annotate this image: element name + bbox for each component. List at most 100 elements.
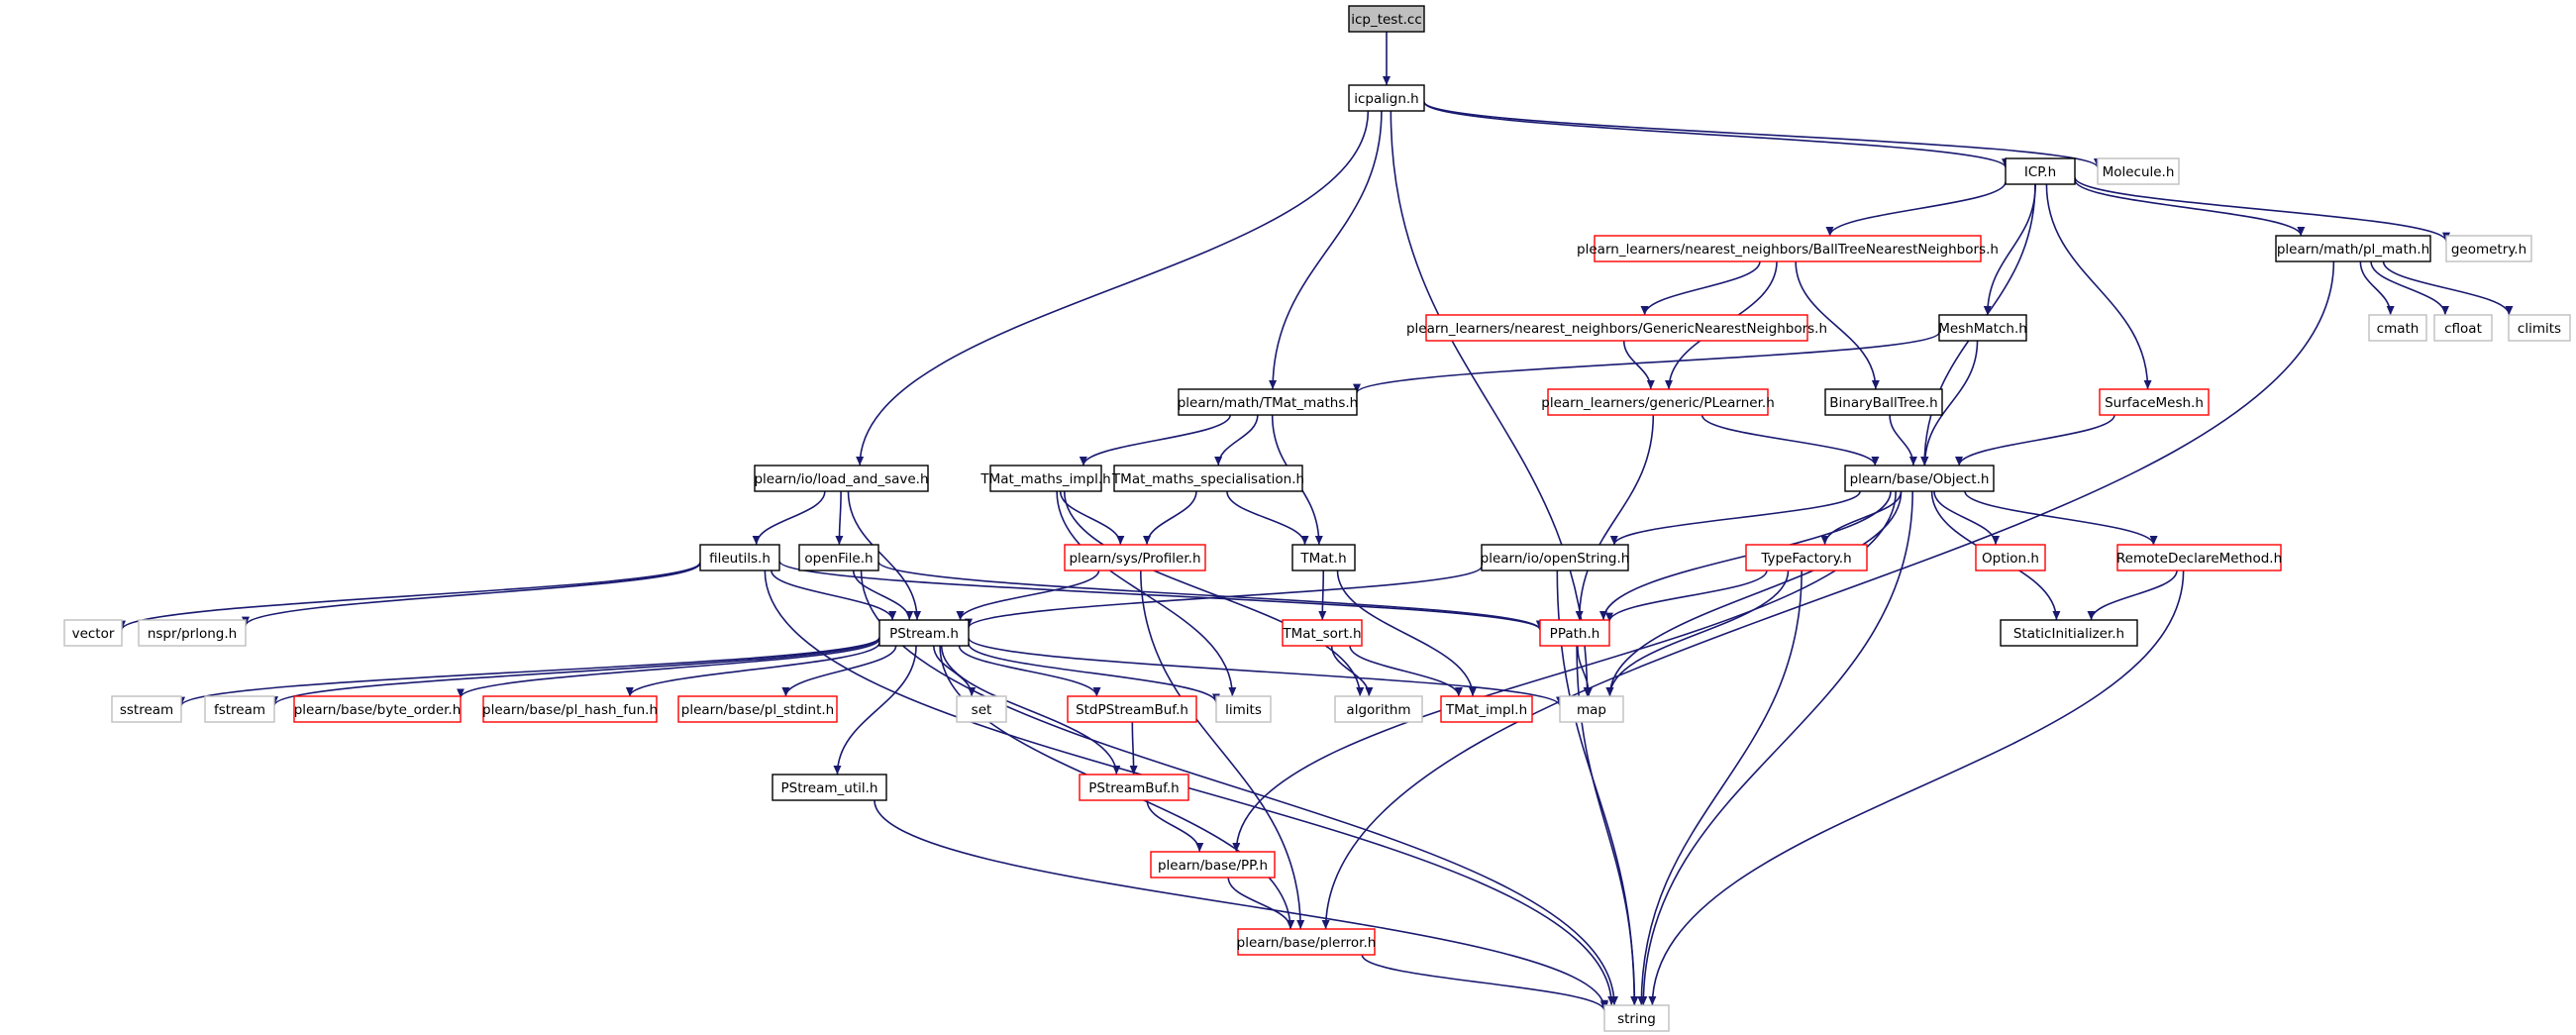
node-openstring[interactable]: plearn/io/openString.h xyxy=(1481,544,1630,571)
node-plerror[interactable]: plearn/base/plerror.h xyxy=(1237,928,1377,956)
node-tmat_sort[interactable]: TMat_sort.h xyxy=(1282,619,1363,647)
node-openfile[interactable]: openFile.h xyxy=(798,544,879,571)
node-load_and_save[interactable]: plearn/io/load_and_save.h xyxy=(754,465,929,492)
node-sstream[interactable]: sstream xyxy=(111,695,182,723)
node-label-climits: climits xyxy=(2518,321,2561,337)
node-pl_math[interactable]: plearn/math/pl_math.h xyxy=(2275,235,2431,262)
node-box-typefactory xyxy=(1745,544,1868,571)
edge-pl_math-to-cfloat xyxy=(2370,260,2449,316)
edge-load_and_save-to-openfile xyxy=(835,490,844,546)
edge-tmat_sort-to-algorithm xyxy=(1330,645,1374,697)
node-generic_nn[interactable]: plearn_learners/nearest_neighbors/Generi… xyxy=(1406,314,1827,342)
node-molecule[interactable]: Molecule.h xyxy=(2097,157,2180,185)
node-tmat[interactable]: TMat.h xyxy=(1291,544,1356,571)
node-box-algorithm xyxy=(1334,695,1423,723)
node-box-profiler xyxy=(1064,544,1206,571)
node-icp[interactable]: ICP.h xyxy=(2005,157,2076,185)
node-label-cmath: cmath xyxy=(2377,321,2420,337)
node-label-pl_math: plearn/math/pl_math.h xyxy=(2277,242,2429,258)
node-label-pl_stdint: plearn/base/pl_stdint.h xyxy=(681,702,834,718)
node-set[interactable]: set xyxy=(956,695,1007,723)
edge-icp-to-geometry xyxy=(2074,176,2450,242)
node-surfacemesh[interactable]: SurfaceMesh.h xyxy=(2099,388,2210,416)
node-label-sstream: sstream xyxy=(120,702,173,718)
node-climits[interactable]: climits xyxy=(2508,314,2571,342)
edge-surfacemesh-to-object xyxy=(1955,414,2115,466)
node-box-byte_order xyxy=(293,695,462,723)
node-profiler[interactable]: plearn/sys/Profiler.h xyxy=(1064,544,1206,571)
edge-tmat_maths_impl-to-profiler xyxy=(1059,490,1125,546)
node-label-tmat_maths_spec: TMat_maths_specialisation.h xyxy=(1111,471,1304,487)
node-fileutils[interactable]: fileutils.h xyxy=(699,544,780,571)
edge-remotedeclare-to-staticinit xyxy=(2087,569,2178,621)
node-box-stdpstreambuf xyxy=(1067,695,1197,723)
node-box-pl_hash_fun xyxy=(482,695,658,723)
edge-tmat_maths-to-tmat_maths_impl xyxy=(1079,414,1231,466)
node-box-limits xyxy=(1215,695,1272,723)
node-tmat_impl[interactable]: TMat_impl.h xyxy=(1440,695,1533,723)
node-object[interactable]: plearn/base/Object.h xyxy=(1844,465,1995,492)
node-byte_order[interactable]: plearn/base/byte_order.h xyxy=(293,695,462,723)
node-remotedeclare[interactable]: RemoteDeclareMethod.h xyxy=(2116,544,2282,571)
edge-object-to-option xyxy=(1933,490,2001,546)
node-ppath[interactable]: PPath.h xyxy=(1539,619,1610,647)
node-box-molecule xyxy=(2097,157,2180,185)
node-typefactory[interactable]: TypeFactory.h xyxy=(1745,544,1868,571)
node-geometry[interactable]: geometry.h xyxy=(2445,235,2532,262)
node-box-plerror xyxy=(1237,928,1376,956)
node-string[interactable]: string xyxy=(1603,1004,1670,1032)
node-label-limits: limits xyxy=(1225,702,1262,718)
node-cmath[interactable]: cmath xyxy=(2368,314,2427,342)
node-vector[interactable]: vector xyxy=(63,619,123,647)
node-stdpstreambuf[interactable]: StdPStreamBuf.h xyxy=(1067,695,1197,723)
node-nspr[interactable]: nspr/prlong.h xyxy=(138,619,247,647)
edge-icp-to-balltree_nn xyxy=(1825,181,2007,237)
node-staticinit[interactable]: StaticInitializer.h xyxy=(2000,619,2138,647)
edge-profiler-to-pstream xyxy=(956,569,1100,621)
node-binaryballtree[interactable]: BinaryBallTree.h xyxy=(1824,388,1943,416)
node-pp[interactable]: plearn/base/PP.h xyxy=(1150,851,1276,879)
node-box-plearner xyxy=(1547,388,1769,416)
node-icpalign[interactable]: icpalign.h xyxy=(1348,84,1425,112)
node-cfloat[interactable]: cfloat xyxy=(2433,314,2493,342)
edge-load_and_save-to-pstream xyxy=(847,490,922,621)
node-tmat_maths[interactable]: plearn/math/TMat_maths.h xyxy=(1178,388,1359,416)
node-box-staticinit xyxy=(2000,619,2138,647)
edge-binaryballtree-to-object xyxy=(1889,414,1917,466)
node-tmat_maths_impl[interactable]: TMat_maths_impl.h xyxy=(979,465,1111,492)
node-option[interactable]: Option.h xyxy=(1975,544,2046,571)
edge-plearner-to-object xyxy=(1700,414,1880,466)
node-label-plerror: plearn/base/plerror.h xyxy=(1237,935,1377,951)
node-icp_test[interactable]: icp_test.cc xyxy=(1348,5,1425,33)
edge-pp-to-plerror xyxy=(1227,877,1295,930)
edge-plerror-to-string xyxy=(1361,954,1608,1011)
node-box-pl_math xyxy=(2275,235,2431,262)
node-fstream[interactable]: fstream xyxy=(204,695,275,723)
node-box-cmath xyxy=(2368,314,2427,342)
node-pl_stdint[interactable]: plearn/base/pl_stdint.h xyxy=(677,695,838,723)
node-label-string: string xyxy=(1617,1011,1656,1027)
node-limits[interactable]: limits xyxy=(1215,695,1272,723)
node-box-set xyxy=(956,695,1007,723)
node-pl_hash_fun[interactable]: plearn/base/pl_hash_fun.h xyxy=(482,695,658,723)
edge-object-to-remotedeclare xyxy=(1964,490,2158,546)
node-map[interactable]: map xyxy=(1559,695,1624,723)
edge-fileutils-to-ppath xyxy=(778,560,1544,631)
node-pstream_util[interactable]: PStream_util.h xyxy=(772,774,887,801)
node-meshmatch[interactable]: MeshMatch.h xyxy=(1938,314,2027,342)
node-label-tmat_maths: plearn/math/TMat_maths.h xyxy=(1178,395,1359,411)
node-box-tmat_maths_impl xyxy=(989,465,1102,492)
node-pstreambuf[interactable]: PStreamBuf.h xyxy=(1079,774,1189,801)
node-label-pstreambuf: PStreamBuf.h xyxy=(1088,780,1179,796)
node-label-staticinit: StaticInitializer.h xyxy=(2013,626,2124,642)
edge-object-to-typefactory xyxy=(1820,490,1903,546)
node-plearner[interactable]: plearn_learners/generic/PLearner.h xyxy=(1541,388,1775,416)
node-pstream[interactable]: PStream.h xyxy=(878,619,970,647)
edge-pstream_util-to-string xyxy=(874,799,1608,1009)
node-tmat_maths_spec[interactable]: TMat_maths_specialisation.h xyxy=(1111,465,1304,492)
node-algorithm[interactable]: algorithm xyxy=(1334,695,1423,723)
edge-fileutils-to-vector xyxy=(118,562,701,631)
node-box-string xyxy=(1603,1004,1670,1032)
node-label-pstream_util: PStream_util.h xyxy=(781,780,878,796)
node-balltree_nn[interactable]: plearn_learners/nearest_neighbors/BallTr… xyxy=(1577,235,1999,262)
